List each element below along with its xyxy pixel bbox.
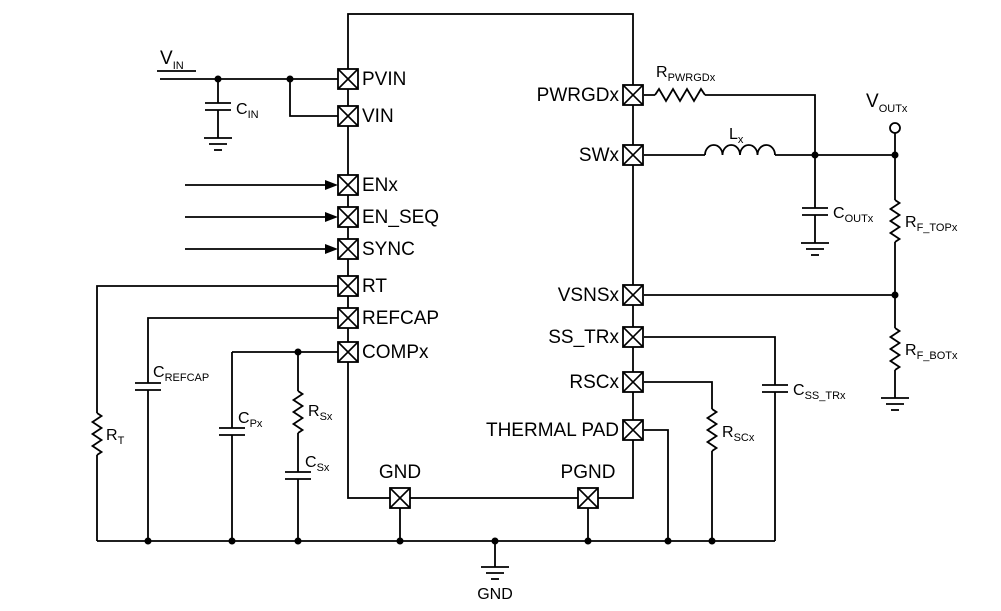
label-cin: CIN bbox=[236, 101, 259, 121]
component-cin: CIN bbox=[203, 101, 259, 151]
net-voutx: VOUTx bbox=[866, 91, 908, 134]
pin-ss-trx: SS_TRx bbox=[548, 326, 644, 348]
pin-refcap: REFCAP bbox=[337, 307, 439, 329]
component-rt: RT bbox=[91, 412, 125, 456]
component-rpwrgdx: RPWRGDx bbox=[654, 64, 716, 102]
pin-rscx-label: RSCx bbox=[569, 372, 619, 393]
label-csx: CSx bbox=[305, 454, 330, 474]
pin-enx-label: ENx bbox=[362, 175, 398, 196]
pin-thermal-pad: THERMAL PAD bbox=[486, 419, 644, 441]
pin-compx-label: COMPx bbox=[362, 342, 429, 363]
en-seq-arrow-icon bbox=[325, 212, 338, 222]
wires-bottom bbox=[97, 508, 775, 567]
pin-gnd: GND bbox=[379, 462, 421, 509]
label-csstrx: CSS_TRx bbox=[793, 382, 846, 402]
sync-arrow-icon bbox=[325, 244, 338, 254]
pin-vsnsx-label: VSNSx bbox=[558, 285, 620, 306]
pin-sync: SYNC bbox=[337, 238, 415, 260]
pin-pvin-label: PVIN bbox=[362, 69, 406, 90]
component-crefcap: CREFCAP bbox=[134, 364, 209, 391]
label-gnd-net: GND bbox=[477, 586, 513, 603]
pin-vin-label: VIN bbox=[362, 106, 394, 127]
junction-dots bbox=[144, 75, 899, 545]
pin-vin: VIN bbox=[337, 105, 394, 127]
component-cpx: CPx bbox=[218, 410, 263, 436]
wires-right bbox=[644, 94, 896, 541]
component-rscx: RSCx bbox=[706, 408, 755, 452]
pin-refcap-label: REFCAP bbox=[362, 308, 439, 329]
label-cpx: CPx bbox=[238, 410, 263, 430]
label-crefcap: CREFCAP bbox=[153, 364, 209, 384]
label-rsx: RSx bbox=[308, 403, 333, 423]
component-rsx: RSx bbox=[292, 390, 333, 434]
pin-swx-label: SWx bbox=[579, 145, 620, 166]
label-coutx: COUTx bbox=[833, 205, 874, 225]
ground-icon bbox=[203, 137, 233, 151]
label-rpwrgdx: RPWRGDx bbox=[656, 64, 716, 84]
voutx-terminal-icon bbox=[889, 122, 901, 134]
pin-gnd-label: GND bbox=[379, 462, 421, 483]
pin-thermal-pad-label: THERMAL PAD bbox=[486, 420, 619, 441]
net-vin: VIN bbox=[160, 48, 184, 72]
pin-pvin: PVIN bbox=[337, 68, 406, 90]
pin-pwrgdx-label: PWRGDx bbox=[537, 85, 620, 106]
pin-rt-label: RT bbox=[362, 276, 387, 297]
pin-rscx: RSCx bbox=[569, 371, 644, 393]
pin-pwrgdx: PWRGDx bbox=[537, 84, 644, 106]
pin-vsnsx: VSNSx bbox=[558, 284, 644, 306]
pin-en-seq-label: EN_SEQ bbox=[362, 207, 439, 228]
component-rfbotx: RF_BOTx bbox=[880, 327, 958, 411]
ground-icon bbox=[480, 566, 510, 580]
pin-compx: COMPx bbox=[337, 341, 429, 363]
pin-pgnd-label: PGND bbox=[561, 462, 616, 483]
component-lx: Lx bbox=[704, 126, 776, 156]
component-coutx: COUTx bbox=[800, 205, 874, 256]
pin-enx: ENx bbox=[337, 174, 398, 196]
label-lx: Lx bbox=[729, 126, 744, 146]
pin-pgnd: PGND bbox=[561, 462, 616, 509]
label-rfbotx: RF_BOTx bbox=[905, 342, 958, 362]
ground-icon bbox=[880, 397, 910, 411]
label-voutx-net: VOUTx bbox=[866, 91, 908, 115]
pin-sync-label: SYNC bbox=[362, 239, 415, 260]
label-vin-net: VIN bbox=[160, 48, 184, 72]
label-rt: RT bbox=[106, 427, 125, 447]
pin-rt: RT bbox=[337, 275, 387, 297]
label-rftopx: RF_TOPx bbox=[905, 214, 958, 234]
component-rftopx: RF_TOPx bbox=[889, 199, 958, 243]
pin-ss-trx-label: SS_TRx bbox=[548, 327, 619, 348]
net-gnd: GND bbox=[477, 566, 513, 603]
pin-en-seq: EN_SEQ bbox=[337, 206, 439, 228]
enx-arrow-icon bbox=[325, 180, 338, 190]
pin-swx: SWx bbox=[579, 144, 644, 166]
label-rscx: RSCx bbox=[722, 424, 755, 444]
ground-icon bbox=[800, 242, 830, 256]
component-csstrx: CSS_TRx bbox=[761, 382, 846, 402]
wires-left bbox=[96, 70, 338, 541]
component-csx: CSx bbox=[284, 454, 330, 480]
